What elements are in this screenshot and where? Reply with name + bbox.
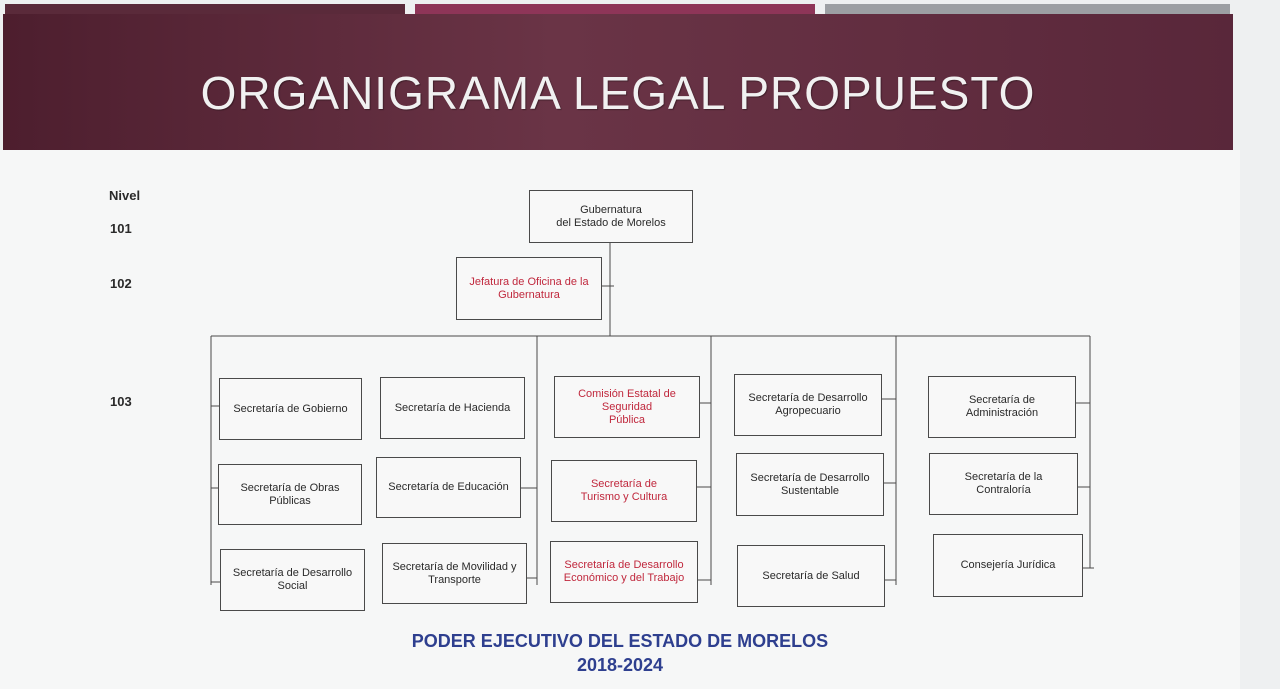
connector-lines: [210, 243, 1094, 585]
footer-years: 2018-2024: [576, 655, 664, 675]
node-secretaria-agropecuario: Secretaría de Desarrollo Agropecuario: [734, 374, 882, 436]
node-secretaria-sustentable: Secretaría de Desarrollo Sustentable: [736, 453, 884, 516]
node-secretaria-desarrollo-economico: Secretaría de Desarrollo Económico y del…: [550, 541, 698, 603]
node-secretaria-movilidad: Secretaría de Movilidad y Transporte: [382, 543, 527, 604]
footer-title: PODER EJECUTIVO DEL ESTADO DE MORELOS: [411, 631, 829, 651]
node-secretaria-turismo-cultura: Secretaría de Turismo y Cultura: [551, 460, 697, 522]
node-jefatura-oficina: Jefatura de Oficina de la Gubernatura: [456, 257, 602, 320]
node-comision-seguridad: Comisión Estatal de Seguridad Pública: [554, 376, 700, 438]
node-secretaria-salud: Secretaría de Salud: [737, 545, 885, 607]
level-103: 103: [110, 394, 132, 409]
level-101: 101: [110, 221, 132, 236]
node-secretaria-desarrollo-social: Secretaría de Desarrollo Social: [220, 549, 365, 611]
node-secretaria-contraloria: Secretaría de la Contraloría: [929, 453, 1078, 515]
node-secretaria-obras-publicas: Secretaría de Obras Públicas: [218, 464, 362, 525]
node-secretaria-hacienda: Secretaría de Hacienda: [380, 377, 525, 439]
node-secretaria-educacion: Secretaría de Educación: [376, 457, 521, 518]
top-accent-bar-2: [415, 4, 815, 14]
node-secretaria-gobierno: Secretaría de Gobierno: [219, 378, 362, 440]
level-102: 102: [110, 276, 132, 291]
level-header: Nivel: [109, 188, 141, 203]
node-gubernatura: Gubernatura del Estado de Morelos: [529, 190, 693, 243]
top-accent-bar-3: [825, 4, 1230, 14]
title-banner: ORGANIGRAMA LEGAL PROPUESTO: [3, 14, 1233, 150]
top-accent-bar-1: [5, 4, 405, 14]
node-consejeria-juridica: Consejería Jurídica: [933, 534, 1083, 597]
page-title: ORGANIGRAMA LEGAL PROPUESTO: [200, 67, 1036, 119]
node-secretaria-administracion: Secretaría de Administración: [928, 376, 1076, 438]
